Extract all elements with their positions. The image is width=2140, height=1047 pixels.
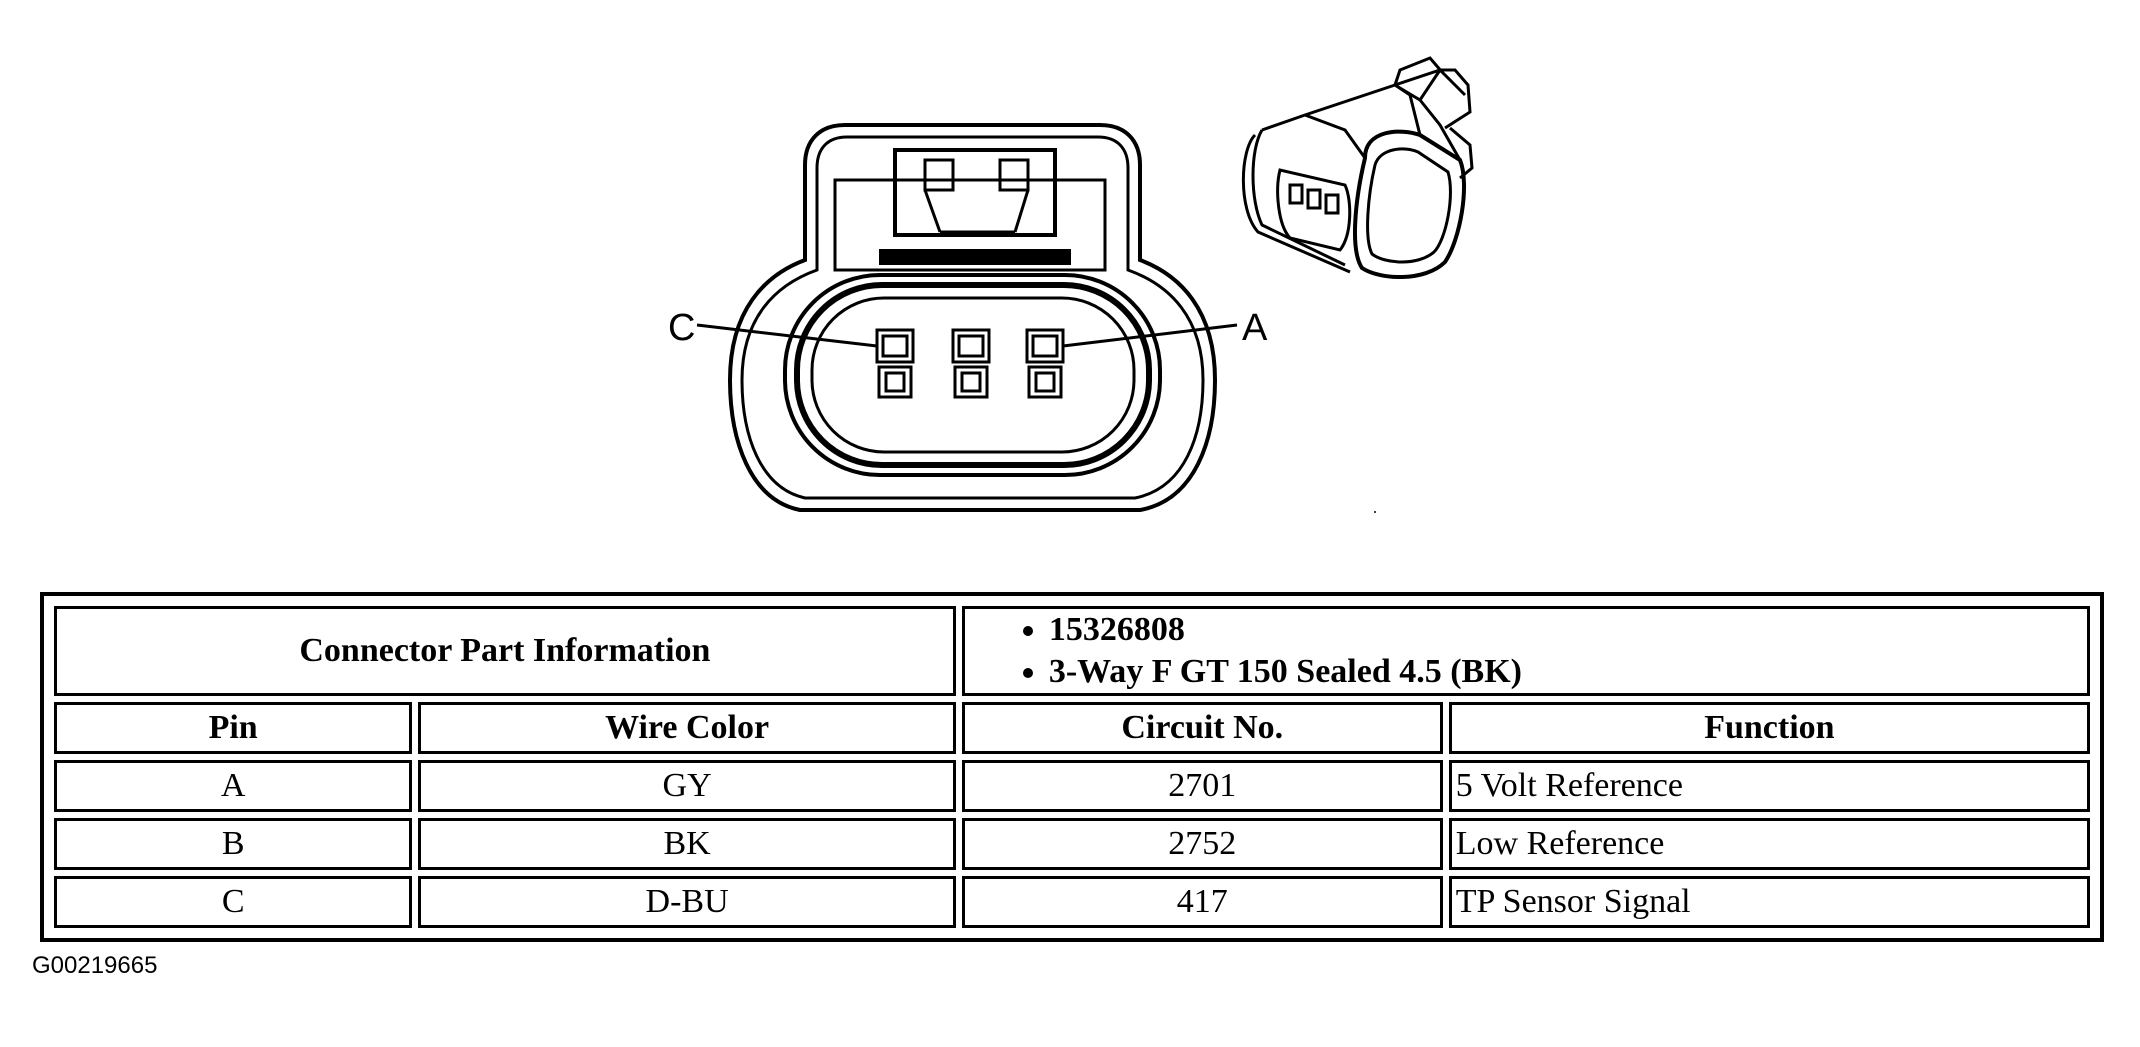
connector-diagram: C A bbox=[668, 56, 1474, 513]
figure-id: G00219665 bbox=[32, 952, 158, 979]
wire-color-cell: D-BU bbox=[418, 876, 956, 928]
header-circuit-no: Circuit No. bbox=[961, 702, 1443, 754]
connector-isometric-view bbox=[1241, 56, 1474, 279]
pin-a-leader-line bbox=[1062, 323, 1238, 348]
connector-ridge bbox=[879, 249, 1071, 265]
circuit-no-cell: 2752 bbox=[961, 818, 1443, 870]
terminal-cavity-c bbox=[875, 328, 915, 399]
function-cell: 5 Volt Reference bbox=[1448, 760, 2090, 812]
connector-body-frame bbox=[833, 178, 1107, 272]
function-cell: TP Sensor Signal bbox=[1448, 876, 2090, 928]
table-row: B BK 2752 Low Reference bbox=[54, 818, 2090, 870]
circuit-no-cell: 2701 bbox=[961, 760, 1443, 812]
terminal-cavity-b bbox=[951, 328, 991, 399]
connector-face-view bbox=[727, 123, 1218, 512]
pin-a-label: A bbox=[1242, 307, 1268, 349]
wire-color-cell: GY bbox=[418, 760, 956, 812]
header-function: Function bbox=[1448, 702, 2090, 754]
pin-cell: A bbox=[54, 760, 413, 812]
part-number: 15326808 bbox=[1049, 609, 2083, 651]
wire-color-cell: BK bbox=[418, 818, 956, 870]
pin-c-label: C bbox=[668, 307, 695, 349]
connector-lock-tab bbox=[893, 148, 1057, 237]
pin-c-leader-line bbox=[696, 323, 878, 348]
lock-tab-ramp bbox=[923, 189, 1030, 234]
part-info-cell: 15326808 3-Way F GT 150 Sealed 4.5 (BK) bbox=[961, 606, 2090, 696]
terminal-cavity-a bbox=[1025, 328, 1065, 399]
part-description: 3-Way F GT 150 Sealed 4.5 (BK) bbox=[1049, 651, 2083, 693]
lock-tab-window-left bbox=[923, 158, 955, 192]
image-speck bbox=[1374, 511, 1376, 513]
table-header-row: Pin Wire Color Circuit No. Function bbox=[54, 702, 2090, 754]
table-row: A GY 2701 5 Volt Reference bbox=[54, 760, 2090, 812]
pin-cell: B bbox=[54, 818, 413, 870]
part-info-list: 15326808 3-Way F GT 150 Sealed 4.5 (BK) bbox=[969, 609, 2083, 693]
header-pin: Pin bbox=[54, 702, 413, 754]
pin-cell: C bbox=[54, 876, 413, 928]
table-row: C D-BU 417 TP Sensor Signal bbox=[54, 876, 2090, 928]
function-cell: Low Reference bbox=[1448, 818, 2090, 870]
circuit-no-cell: 417 bbox=[961, 876, 1443, 928]
seal-outer bbox=[783, 273, 1162, 477]
seal-middle bbox=[794, 282, 1152, 468]
header-wire-color: Wire Color bbox=[418, 702, 956, 754]
part-info-label: Connector Part Information bbox=[54, 606, 956, 696]
connector-info-table: Connector Part Information 15326808 3-Wa… bbox=[40, 592, 2104, 942]
connector-inner-shell bbox=[740, 135, 1205, 500]
connector-outer-shell bbox=[727, 123, 1218, 512]
lock-tab-window-right bbox=[998, 158, 1030, 192]
seal-inner bbox=[810, 296, 1136, 454]
